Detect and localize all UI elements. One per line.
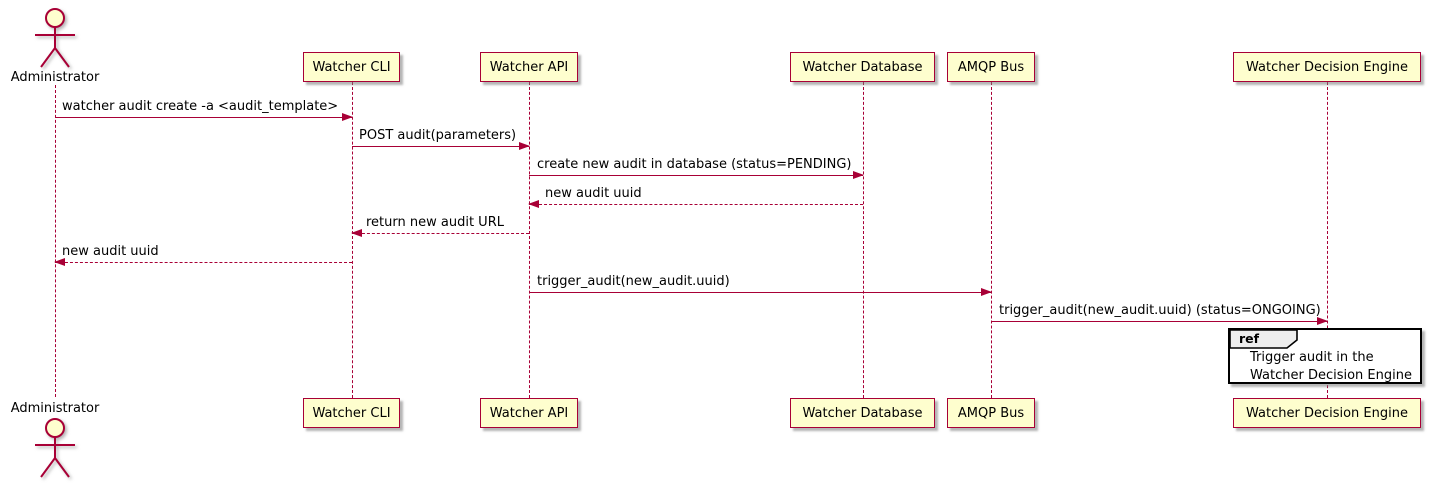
arrowhead-right-icon [1317, 317, 1328, 325]
participant-watcher-cli-top: Watcher CLI [303, 52, 400, 82]
arrowhead-left-icon [528, 200, 539, 208]
lifeline-watcher-cli [351, 82, 353, 398]
arrowhead-right-icon [519, 142, 530, 150]
actor-label: Administrator [10, 70, 100, 85]
ref-text-line: Trigger audit in the [1250, 350, 1374, 365]
message-label: POST audit(parameters) [359, 128, 517, 143]
message-label: new audit uuid [62, 244, 159, 259]
message-label: watcher audit create -a <audit_template> [62, 99, 339, 114]
message-line [529, 175, 863, 176]
ref-keyword: ref [1239, 331, 1260, 346]
participant-watcher-decision-engine-top: Watcher Decision Engine [1233, 52, 1421, 82]
lifeline-amqp-bus [990, 82, 992, 398]
message-line [991, 321, 1327, 322]
message-label: create new audit in database (status=PEN… [537, 157, 852, 172]
lifeline-watcher-api [528, 82, 530, 398]
arrowhead-left-icon [351, 229, 362, 237]
message-label: return new audit URL [366, 215, 504, 230]
arrowhead-right-icon [853, 171, 864, 179]
message-label: trigger_audit(new_audit.uuid) [537, 274, 730, 289]
message-label: new audit uuid [545, 186, 642, 201]
participant-watcher-decision-engine-bottom: Watcher Decision Engine [1233, 398, 1421, 428]
message-line [529, 292, 991, 293]
ref-text-line: Watcher Decision Engine [1250, 368, 1412, 383]
message-line [352, 233, 529, 234]
participant-watcher-api-top: Watcher API [480, 52, 578, 82]
ref-body: Trigger audit in the Watcher Decision En… [1250, 349, 1416, 385]
participant-amqp-bus-bottom: AMQP Bus [947, 398, 1035, 428]
ref-tab-shape [1229, 329, 1298, 349]
participant-watcher-api-bottom: Watcher API [480, 398, 578, 428]
actor-icon [35, 418, 75, 478]
actor-label: Administrator [10, 401, 100, 416]
lifeline-watcher-decision-engine [1326, 82, 1328, 398]
message-line [352, 146, 529, 147]
message-line [529, 204, 863, 205]
message-line [55, 262, 352, 263]
lifeline-administrator [54, 85, 56, 397]
arrowhead-right-icon [342, 113, 353, 121]
message-line [55, 117, 352, 118]
ref-fragment: ref Trigger audit in the Watcher Decisio… [1228, 328, 1422, 384]
arrowhead-right-icon [981, 288, 992, 296]
participant-amqp-bus-top: AMQP Bus [947, 52, 1035, 82]
participant-watcher-cli-bottom: Watcher CLI [303, 398, 400, 428]
lifeline-watcher-database [862, 82, 864, 398]
actor-administrator-bottom: Administrator [0, 400, 110, 480]
participant-watcher-database-bottom: Watcher Database [790, 398, 935, 428]
message-label: trigger_audit(new_audit.uuid) (status=ON… [999, 303, 1321, 318]
arrowhead-left-icon [54, 258, 65, 266]
actor-icon [35, 8, 75, 68]
actor-administrator-top: Administrator [0, 7, 110, 85]
participant-watcher-database-top: Watcher Database [790, 52, 935, 82]
